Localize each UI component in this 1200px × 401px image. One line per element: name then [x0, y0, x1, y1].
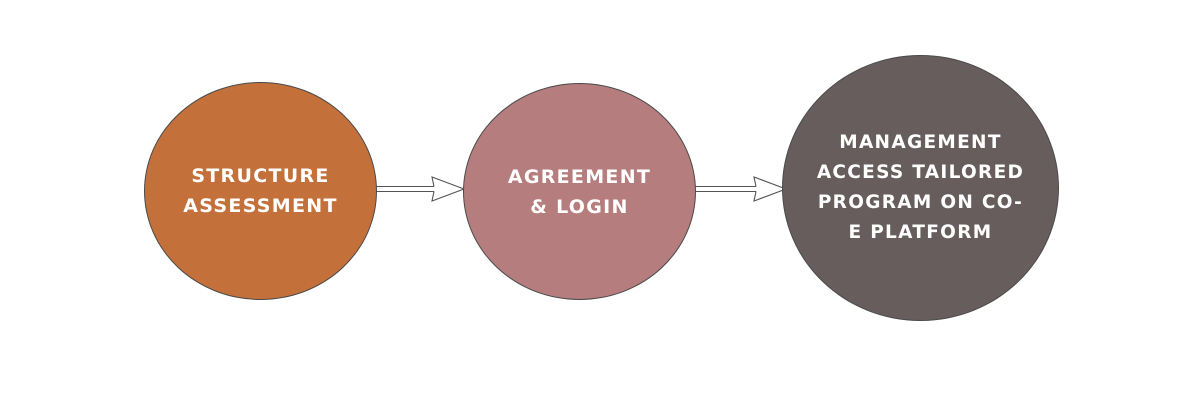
node-structure-assessment-label: STRUCTURE ASSESSMENT: [183, 165, 338, 217]
node-agreement-login: AGREEMENT & LOGIN: [463, 83, 696, 300]
node-agreement-login-label: AGREEMENT & LOGIN: [507, 165, 652, 218]
arrow-structure-to-agreement: [376, 176, 466, 202]
node-management-access: MANAGEMENT ACCESS TAILORED PROGRAM ON CO…: [782, 55, 1059, 321]
node-management-access-label: MANAGEMENT ACCESS TAILORED PROGRAM ON CO…: [816, 132, 1025, 243]
node-structure-assessment: STRUCTURE ASSESSMENT: [144, 82, 377, 300]
arrow-agreement-to-management: [695, 176, 788, 202]
